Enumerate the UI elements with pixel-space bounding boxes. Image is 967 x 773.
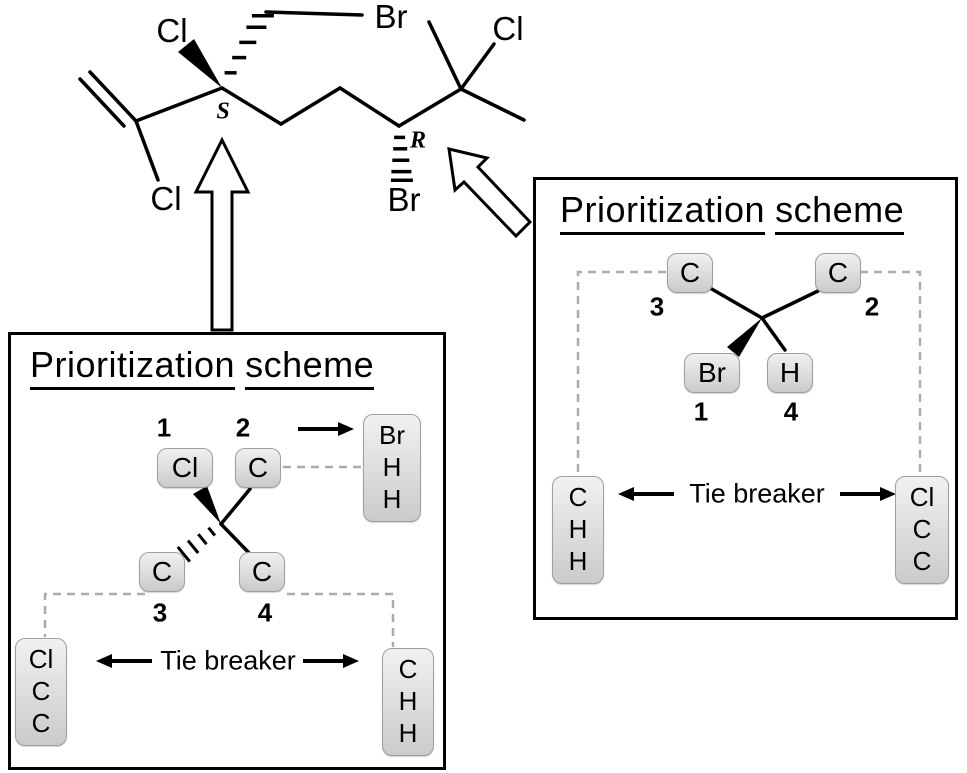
left-tie-breaker-right-arrow-icon [303, 654, 359, 668]
up-block-arrow-icon [193, 136, 251, 332]
s-stereocenter-label: S [216, 98, 230, 125]
molecule-br-top-label: Br [374, 0, 408, 35]
right-scheme-dashed-connectors [576, 270, 922, 475]
left-branch-bottom-left-chip: Cl C C [15, 638, 67, 746]
left-title-word2: scheme [245, 344, 375, 390]
branch-atom: Cl [909, 482, 935, 513]
right-priority-2-label: 2 [864, 291, 880, 322]
left-branch-bottom-right-chip: C H H [382, 648, 434, 756]
left-scheme-box [8, 332, 446, 770]
branch-atom: H [398, 717, 418, 748]
branch-atom: C [568, 482, 588, 513]
left-scheme-dashed-connectors [43, 465, 395, 647]
left-substituent-c4-chip: C [239, 552, 285, 592]
right-scheme-box [533, 177, 958, 620]
right-tie-breaker-left-arrow-icon [618, 487, 674, 501]
molecule-br-r-label: Br [387, 181, 421, 218]
left-substituent-cl-chip: Cl [157, 448, 213, 488]
right-substituent-br-chip: Br [684, 353, 740, 393]
right-substituent-c3-chip: C [667, 253, 713, 293]
branch-atom: H [382, 483, 402, 514]
molecule-cl-top-left-label: Cl [156, 12, 188, 49]
molecule-cl-top-right-label: Cl [492, 10, 524, 47]
left-priority-arrow-icon [298, 422, 354, 436]
branch-atom: H [382, 452, 402, 483]
right-substituent-c3-symbol: C [679, 257, 701, 288]
left-substituent-c3-chip: C [139, 552, 185, 592]
left-substituent-c2-chip: C [235, 448, 281, 488]
right-tie-breaker-label: Tie breaker [689, 478, 825, 509]
right-substituent-br-symbol: Br [698, 357, 726, 388]
right-substituent-c2-symbol: C [827, 257, 849, 288]
right-title-word2: scheme [775, 189, 905, 235]
left-title-word1: Prioritization [30, 344, 236, 390]
right-substituent-h-chip: H [767, 353, 813, 393]
molecule-cl-vinyl-label: Cl [150, 180, 182, 217]
right-branch-bottom-right-chip: Cl C C [895, 476, 949, 584]
branch-atom: Br [379, 420, 405, 451]
left-center-hash-bond [176, 526, 217, 563]
s-hash-bond [224, 14, 274, 75]
right-priority-3-label: 3 [649, 291, 665, 322]
right-priority-1-label: 1 [693, 396, 709, 427]
branch-atom: C [31, 707, 51, 738]
left-priority-3-label: 3 [152, 597, 168, 628]
branch-atom: C [912, 545, 932, 576]
left-priority-4-label: 4 [257, 597, 273, 628]
right-scheme-bonds [708, 286, 820, 352]
s-wedge-bond [178, 39, 222, 88]
left-substituent-c4-symbol: C [251, 556, 273, 587]
left-substituent-c3-symbol: C [151, 556, 173, 587]
left-tie-breaker-left-arrow-icon [96, 654, 152, 668]
left-substituent-c2-symbol: C [247, 452, 269, 483]
left-branch-top-right-chip: Br H H [363, 414, 421, 522]
branch-atom: H [568, 514, 588, 545]
left-substituent-cl-symbol: Cl [171, 452, 199, 483]
right-title-word1: Prioritization [560, 189, 766, 235]
right-priority-4-label: 4 [783, 396, 799, 427]
molecule-skeleton [78, 10, 526, 182]
diagonal-block-arrow-icon [447, 147, 533, 239]
branch-atom: C [31, 676, 51, 707]
left-tie-breaker-label: Tie breaker [160, 645, 296, 676]
left-center-wedge-bond [193, 486, 221, 524]
right-tie-breaker-right-arrow-icon [840, 487, 896, 501]
right-branch-bottom-left-chip: C H H [552, 476, 604, 584]
left-scheme-bonds [219, 487, 254, 558]
right-substituent-c2-chip: C [815, 253, 861, 293]
branch-atom: C [912, 514, 932, 545]
r-hash-bond [390, 135, 413, 182]
branch-atom: H [568, 545, 588, 576]
right-substituent-h-symbol: H [779, 357, 801, 388]
branch-atom: Cl [28, 644, 54, 675]
right-center-wedge-bond [727, 318, 762, 357]
branch-atom: C [398, 654, 418, 685]
left-priority-2-label: 2 [235, 412, 251, 443]
branch-atom: H [398, 686, 418, 717]
r-stereocenter-label: R [409, 127, 427, 154]
left-priority-1-label: 1 [156, 412, 172, 443]
